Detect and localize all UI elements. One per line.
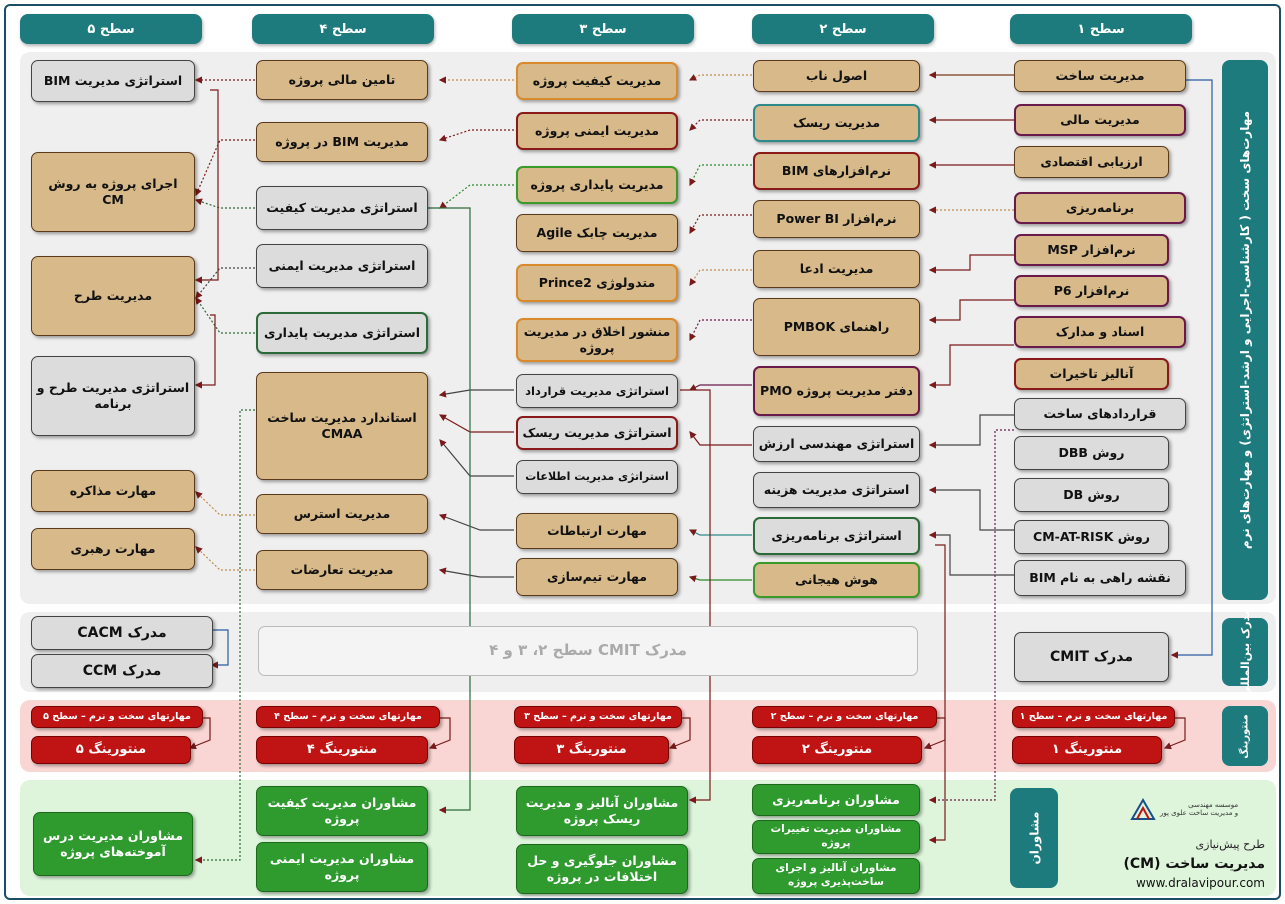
l2-value-engineering[interactable]: استراتژی مهندسی ارزش — [753, 426, 920, 462]
l1-cm-at-risk[interactable]: روش CM-AT-RISK — [1014, 520, 1169, 554]
side-label-cert: مدرک بین‌المللی — [1222, 608, 1268, 696]
l2-cost-management[interactable]: استراتژی مدیریت هزینه — [753, 472, 920, 508]
l3-quality-management[interactable]: مدیریت کیفیت پروژه — [516, 62, 678, 100]
l4-quality-strategy[interactable]: استراتژی مدیریت کیفیت — [256, 186, 428, 230]
mentor-2-skills[interactable]: مهارتهای سخت و نرم – سطح ۲ — [752, 706, 937, 728]
l5-leadership-skill[interactable]: مهارت رهبری — [31, 528, 195, 570]
consult-constructability[interactable]: مشاوران آنالیز و اجرای ساخت‌پذیری پروژه — [752, 858, 920, 894]
l1-planning[interactable]: برنامه‌ریزی — [1014, 192, 1186, 224]
side-label-mentor: منتورینگ — [1222, 706, 1268, 766]
l1-db-method[interactable]: روش DB — [1014, 478, 1169, 512]
consult-change-management[interactable]: مشاوران مدیریت تغییرات پروژه — [752, 820, 920, 854]
header-level-5: سطح ۵ — [20, 14, 202, 44]
l2-risk-management[interactable]: مدیریت ریسک — [753, 104, 920, 142]
l1-bim-roadmap[interactable]: نقشه راهی به نام BIM — [1014, 560, 1186, 596]
l1-dbb-method[interactable]: روش DBB — [1014, 436, 1169, 470]
l3-team-building[interactable]: مهارت تیم‌سازی — [516, 558, 678, 596]
logo-line-1: موسسه مهندسی — [1188, 800, 1239, 809]
consult-planning[interactable]: مشاوران برنامه‌ریزی — [752, 784, 920, 816]
institute-logo-icon — [1130, 798, 1156, 820]
plan-title: مدیریت ساخت (CM) — [1123, 856, 1265, 872]
mentor-5-button[interactable]: منتورینگ ۵ — [31, 736, 191, 764]
l3-information-strategy[interactable]: استراتژی مدیریت اطلاعات — [516, 460, 678, 494]
logo-line-2: و مدیریت ساخت علوی پور — [1160, 809, 1239, 817]
l5-negotiation-skill[interactable]: مهارت مذاکره — [31, 470, 195, 512]
l2-lean-principles[interactable]: اصول ناب — [753, 60, 920, 92]
consult-lessons-learned[interactable]: مشاوران مدیریت درس آموخته‌های پروژه — [33, 812, 193, 876]
mentor-5-skills[interactable]: مهارتهای سخت و نرم – سطح ۵ — [31, 706, 203, 728]
l3-contract-strategy[interactable]: استراتژی مدیریت قرارداد — [516, 374, 678, 408]
l3-sustainability-management[interactable]: مدیریت پایداری پروژه — [516, 166, 678, 204]
l5-cm-delivery[interactable]: اجرای پروژه به روش CM — [31, 152, 195, 232]
l3-prince2[interactable]: متدولوژی Prince2 — [516, 264, 678, 302]
mentor-3-skills[interactable]: مهارتهای سخت و نرم – سطح ۳ — [514, 706, 682, 728]
l1-msp-software[interactable]: نرم‌افزار MSP — [1014, 234, 1169, 266]
l2-bim-software[interactable]: نرم‌افزارهای BIM — [753, 152, 920, 190]
l1-construction-management[interactable]: مدیریت ساخت — [1014, 60, 1186, 92]
consult-risk-analysis[interactable]: مشاوران آنالیز و مدیریت ریسک پروژه — [516, 786, 688, 836]
l1-economic-evaluation[interactable]: ارزیابی اقتصادی — [1014, 146, 1169, 178]
l5-program-management[interactable]: مدیریت طرح — [31, 256, 195, 336]
consult-dispute-resolution[interactable]: مشاوران جلوگیری و حل اختلافات در پروژه — [516, 844, 688, 894]
mentor-2-button[interactable]: منتورینگ ۲ — [752, 736, 922, 764]
l5-program-strategy[interactable]: استراتژی مدیریت طرح و برنامه — [31, 356, 195, 436]
l1-p6-software[interactable]: نرم‌افزار P6 — [1014, 275, 1169, 307]
header-level-1: سطح ۱ — [1010, 14, 1192, 44]
cert-cmit[interactable]: مدرک CMIT — [1014, 632, 1169, 682]
l4-conflict-management[interactable]: مدیریت تعارضات — [256, 550, 428, 590]
website-link[interactable]: www.dralavipour.com — [1135, 876, 1265, 890]
l1-construction-contracts[interactable]: قراردادهای ساخت — [1014, 398, 1186, 430]
mentor-3-button[interactable]: منتورینگ ۳ — [514, 736, 669, 764]
l3-risk-strategy[interactable]: استراتژی مدیریت ریسک — [516, 416, 678, 450]
l2-pmo[interactable]: دفتر مدیریت پروژه PMO — [753, 366, 920, 416]
cert-cacm[interactable]: مدرک CACM — [31, 616, 213, 650]
side-label-skills: مهارت‌های سخت ( کارشناسی-اجرایی و ارشد-ا… — [1222, 60, 1268, 600]
l1-documents-records[interactable]: اسناد و مدارک — [1014, 316, 1186, 348]
l2-emotional-intelligence[interactable]: هوش هیجانی — [753, 562, 920, 598]
header-level-2: سطح ۲ — [752, 14, 934, 44]
cert-ccm[interactable]: مدرک CCM — [31, 654, 213, 688]
plan-label: طرح پیش‌نیازی — [1195, 838, 1265, 851]
consult-quality[interactable]: مشاوران مدیریت کیفیت پروژه — [256, 786, 428, 836]
consult-safety[interactable]: مشاوران مدیریت ایمنی پروژه — [256, 842, 428, 892]
institute-logo: موسسه مهندسی و مدیریت ساخت علوی پور — [1130, 794, 1270, 824]
mentor-1-button[interactable]: منتورینگ ۱ — [1012, 736, 1162, 764]
l4-stress-management[interactable]: مدیریت استرس — [256, 494, 428, 534]
mentor-4-button[interactable]: منتورینگ ۴ — [256, 736, 428, 764]
l4-bim-management[interactable]: مدیریت BIM در پروژه — [256, 122, 428, 162]
l3-ethics-charter[interactable]: منشور اخلاق در مدیریت پروژه — [516, 318, 678, 362]
l4-sustainability-strategy[interactable]: استراتژی مدیریت پایداری — [256, 312, 428, 354]
l2-pmbok-guide[interactable]: راهنمای PMBOK — [753, 298, 920, 356]
l1-financial-management[interactable]: مدیریت مالی — [1014, 104, 1186, 136]
l5-bim-strategy[interactable]: استراتژی مدیریت BIM — [31, 60, 195, 102]
l2-power-bi[interactable]: نرم‌افزار Power BI — [753, 200, 920, 238]
l4-cmaa-standard[interactable]: استاندارد مدیریت ساخت CMAA — [256, 372, 428, 480]
cert-cmit-levels[interactable]: مدرک CMIT سطح ۲، ۳ و ۴ — [258, 626, 918, 676]
l3-safety-management[interactable]: مدیریت ایمنی پروژه — [516, 112, 678, 150]
l2-planning-strategy[interactable]: استراتژی برنامه‌ریزی — [753, 517, 920, 555]
mentor-1-skills[interactable]: مهارتهای سخت و نرم – سطح ۱ — [1012, 706, 1175, 728]
l3-communication-skill[interactable]: مهارت ارتباطات — [516, 513, 678, 549]
header-level-3: سطح ۳ — [512, 14, 694, 44]
l4-project-finance[interactable]: تامین مالی پروژه — [256, 60, 428, 100]
l3-agile[interactable]: مدیریت چابک Agile — [516, 214, 678, 252]
l2-claim-management[interactable]: مدیریت ادعا — [753, 250, 920, 288]
header-level-4: سطح ۴ — [252, 14, 434, 44]
side-label-consult: مشاوران — [1010, 788, 1058, 888]
mentor-4-skills[interactable]: مهارتهای سخت و نرم – سطح ۴ — [256, 706, 440, 728]
l4-safety-strategy[interactable]: استراتژی مدیریت ایمنی — [256, 244, 428, 288]
l1-delay-analysis[interactable]: آنالیز تاخیرات — [1014, 358, 1169, 390]
